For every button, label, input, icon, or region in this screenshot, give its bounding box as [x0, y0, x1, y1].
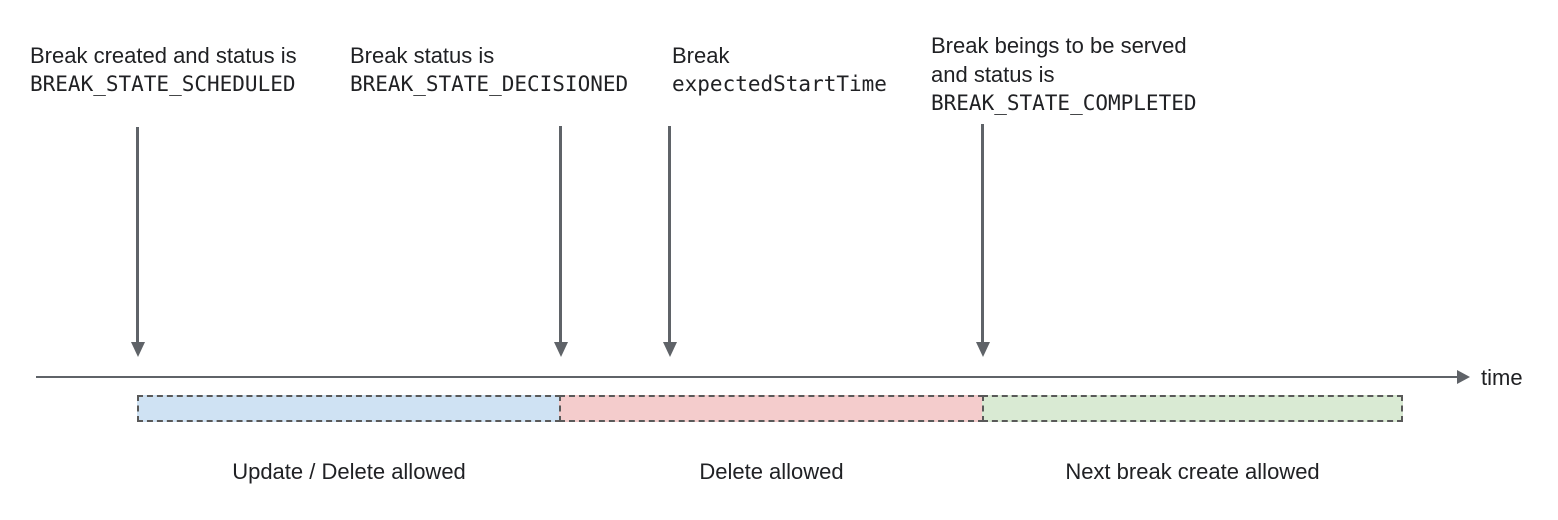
annotation-code-text: BREAK_STATE_DECISIONED — [350, 72, 629, 96]
annotation-code-text: expectedStartTime — [672, 72, 887, 96]
segment-label-update-delete-allowed: Update / Delete allowed — [232, 459, 466, 484]
annotation-completed: Break beings to be served and status is … — [931, 31, 1197, 118]
down-arrow-decisioned — [559, 126, 562, 342]
segment-delete-allowed — [559, 395, 984, 422]
annotation-expected-start-time: Break expectedStartTime — [672, 41, 887, 99]
down-arrow-completed — [981, 124, 984, 342]
segment-label-next-break-create-allowed: Next break create allowed — [1065, 459, 1320, 484]
annotation-text: Break status is — [350, 43, 495, 68]
time-axis-line — [36, 376, 1458, 378]
segment-label-delete-allowed: Delete allowed — [699, 459, 844, 484]
annotation-text: Break beings to be served — [931, 33, 1187, 58]
annotation-text: Break created and status is — [30, 43, 297, 68]
down-arrow-scheduled — [136, 127, 139, 342]
time-axis-label: time — [1481, 365, 1523, 390]
time-axis-arrowhead-icon — [1457, 370, 1470, 384]
down-arrow-expected-start-time — [668, 126, 671, 342]
annotation-text: and status is — [931, 62, 1055, 87]
annotation-text: Break — [672, 43, 730, 68]
segment-update-delete-allowed — [137, 395, 561, 422]
annotation-scheduled: Break created and status is BREAK_STATE_… — [30, 41, 297, 99]
segment-next-break-create-allowed — [982, 395, 1403, 422]
annotation-code-text: BREAK_STATE_COMPLETED — [931, 91, 1197, 115]
annotation-code-text: BREAK_STATE_SCHEDULED — [30, 72, 296, 96]
annotation-decisioned: Break status is BREAK_STATE_DECISIONED — [350, 41, 628, 99]
